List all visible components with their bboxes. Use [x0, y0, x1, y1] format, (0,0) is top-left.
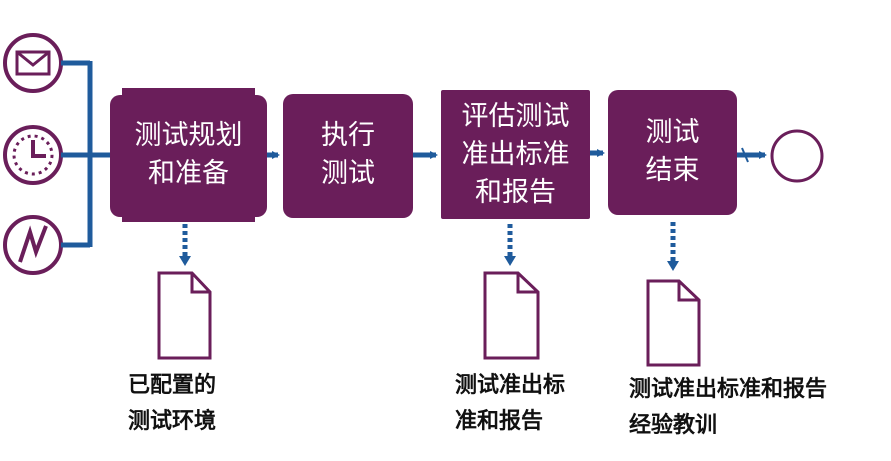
signal-icon [18, 225, 48, 263]
start-event-envelope [3, 33, 63, 93]
caption-line: 经验教训 [629, 413, 718, 438]
output-caption-report: 测试准出标 准和报告 [455, 368, 565, 440]
output-caption-lessons: 测试准出标准和报告 经验教训 [629, 372, 827, 444]
caption-line: 测试环境 [128, 409, 217, 434]
caption-line: 测试准出标准和报告 [629, 377, 828, 402]
step-box-execution [283, 94, 413, 218]
document-icon [483, 271, 540, 360]
merge-connector [61, 60, 110, 248]
document-icon [646, 279, 701, 367]
document-icon [157, 271, 212, 360]
output-caption-environment: 已配置的 测试环境 [128, 368, 216, 440]
caption-line: 已配置的 [128, 373, 217, 398]
step-box-closure [608, 90, 737, 215]
output-arrows [179, 222, 679, 271]
end-circle [770, 129, 824, 183]
start-event-signal [3, 215, 63, 275]
step-box-planning [110, 95, 267, 217]
start-event-clock [3, 125, 63, 185]
flow-arrows [267, 147, 767, 163]
caption-line: 准和报告 [455, 409, 544, 434]
caption-line: 测试准出标 [455, 373, 566, 398]
clock-icon [12, 134, 54, 176]
envelope-icon [15, 50, 51, 76]
step-box-evaluation [441, 90, 590, 219]
